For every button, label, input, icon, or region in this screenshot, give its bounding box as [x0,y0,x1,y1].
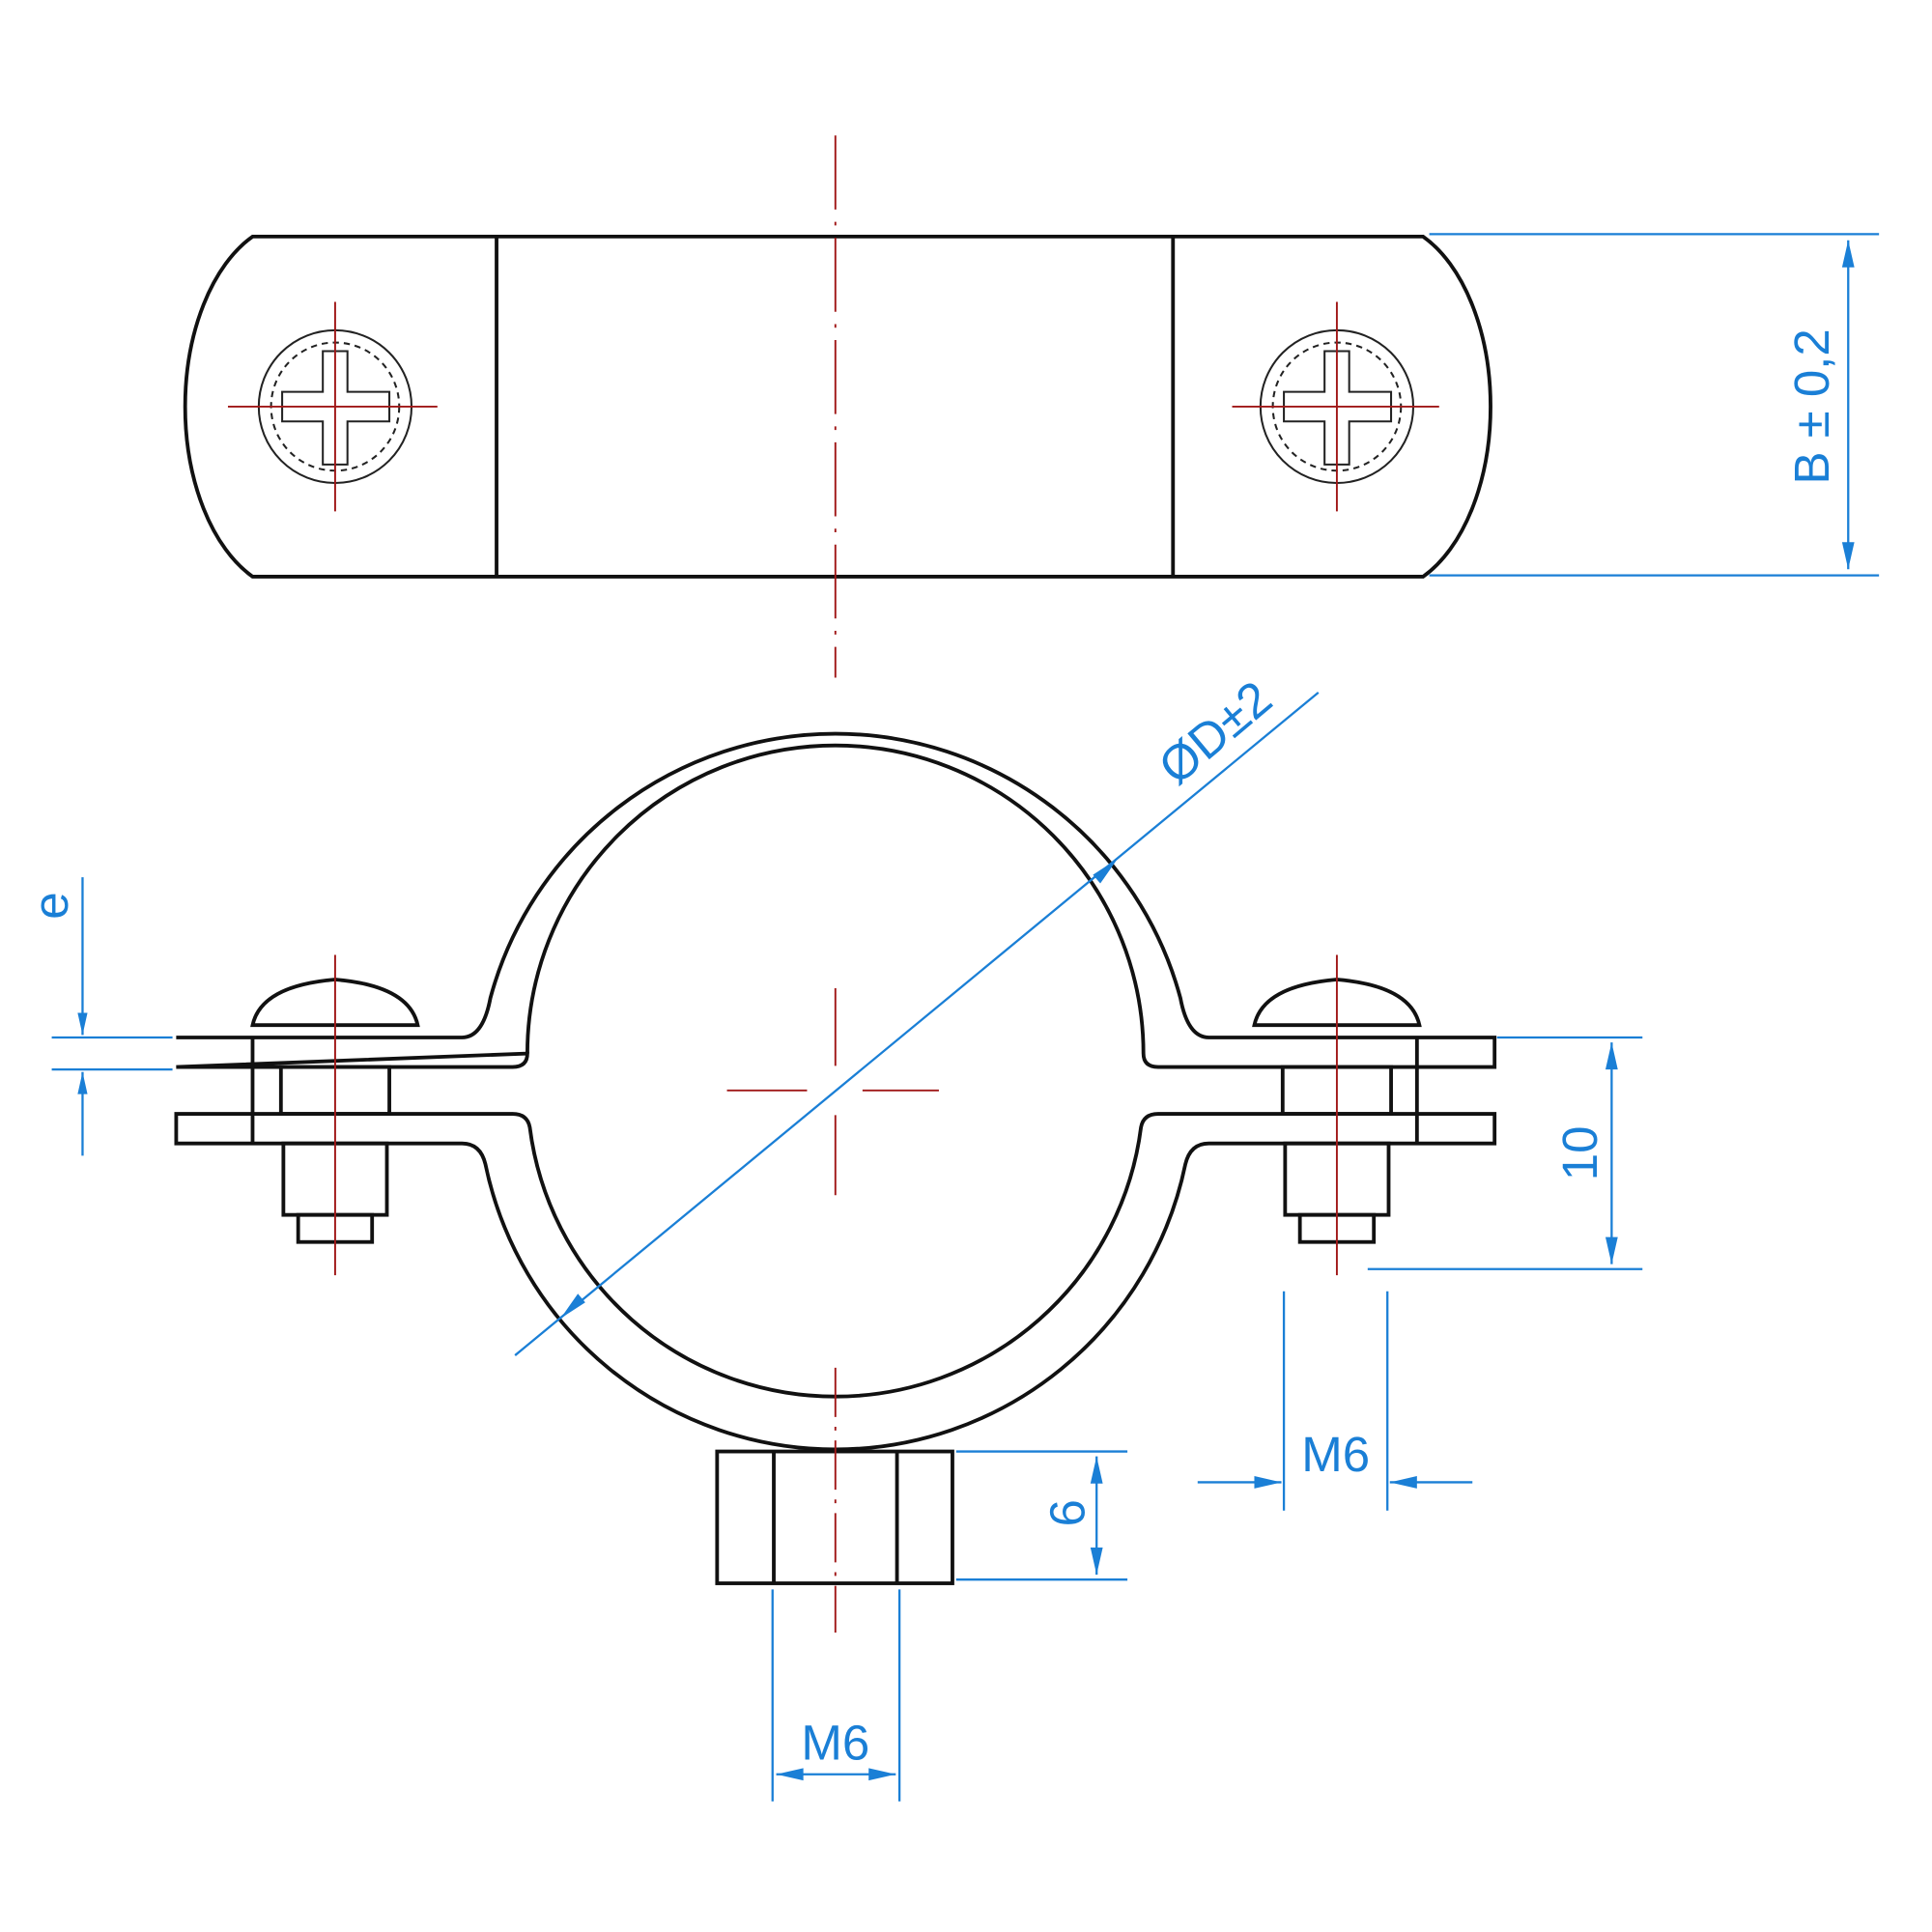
dimension-label-thickness: e [23,892,78,919]
lower-band [174,1112,1497,1452]
dimension-label-thread-bottom: M6 [801,1715,869,1770]
strap-outline [183,234,1492,579]
screw-head-icon [227,301,438,512]
upper-band-inner [526,743,1146,1054]
dimension-thread-side: M6 [1197,1291,1473,1511]
dimension-label-width: B ± 0,2 [1784,328,1839,484]
dimension-thread-bottom: M6 [771,1589,901,1802]
dimension-width: B ± 0,2 [1429,233,1880,577]
threaded-boss [715,1367,954,1634]
screw-head-icon [1232,301,1439,512]
top-view: B ± 0,2 [183,135,1880,678]
dimension-diameter: ØD±2 [514,670,1320,1356]
dimension-label-diameter: ØD±2 [1149,670,1282,795]
dimension-label-thread-side: M6 [1301,1427,1370,1482]
upper-band [176,731,1497,1069]
dimension-thickness: e [23,877,173,1156]
dimension-height: 10 [1367,1036,1643,1270]
dimension-boss-height: 6 [955,1450,1128,1581]
front-view: ØD±2 e 10 6 M6 [23,670,1643,1802]
dimension-label-boss-height: 6 [1039,1499,1094,1526]
center-mark [726,987,939,1196]
bolt-left-icon [250,954,420,1276]
dimension-label-height: 10 [1552,1126,1607,1181]
bolt-right-icon [1252,954,1422,1276]
